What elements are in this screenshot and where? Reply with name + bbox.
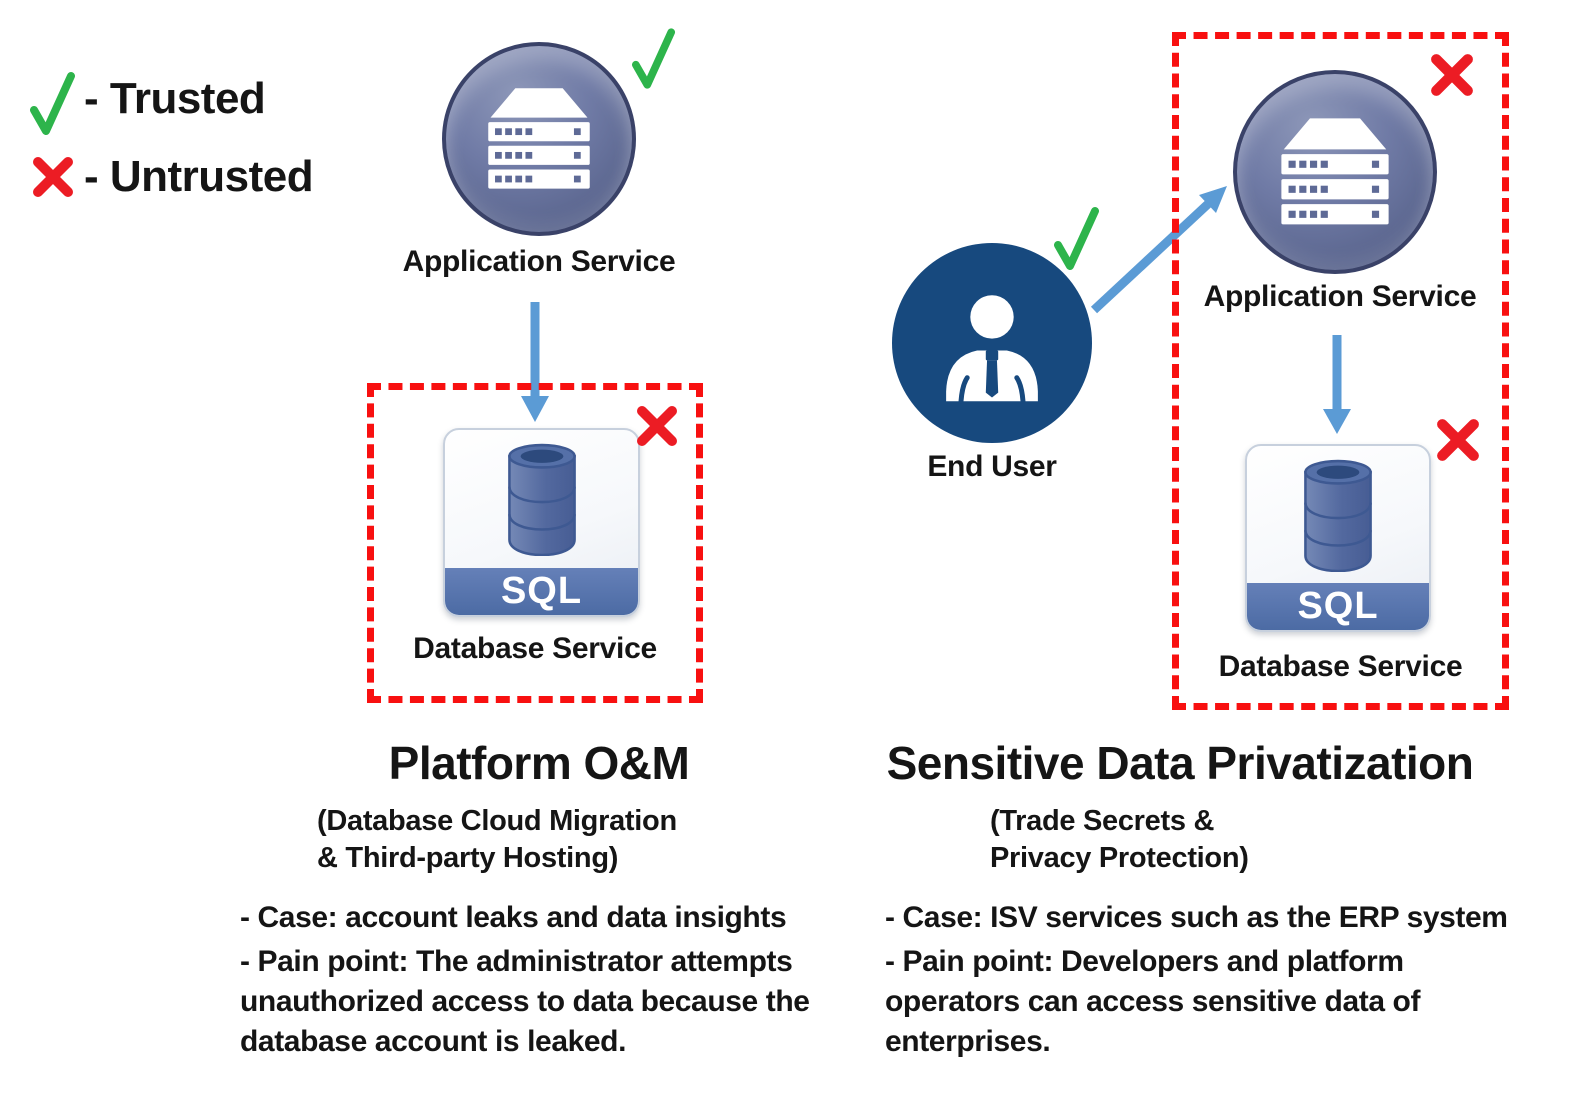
cross-icon (1431, 54, 1473, 96)
application-service-label: Application Service (1203, 280, 1477, 313)
case-text: - Case: ISV services such as the ERP sys… (885, 901, 1508, 934)
subtitle-line: Privacy Protection) (990, 842, 1249, 874)
arrow-down-icon (521, 302, 549, 422)
cross-icon (33, 157, 73, 197)
database-service-label: Database Service (413, 632, 657, 665)
scenario-subtitle: (Trade Secrets & Privacy Protection) (990, 803, 1249, 877)
scenario-title: Platform O&M (388, 737, 690, 789)
database-cylinder-icon (507, 443, 576, 556)
application-service-icon (1233, 70, 1437, 274)
database-cylinder-icon (1304, 459, 1372, 572)
database-service-label: Database Service (1218, 650, 1463, 683)
subtitle-line: (Database Cloud Migration (317, 805, 677, 837)
database-service-icon: SQL (1245, 444, 1431, 632)
legend-trusted-label: - Trusted (84, 74, 266, 123)
case-text: - Case: account leaks and data insights (240, 901, 787, 934)
scenario-title: Sensitive Data Privatization (886, 737, 1474, 789)
subtitle-line: & Third-party Hosting) (317, 842, 619, 874)
server-icon (1281, 118, 1389, 225)
server-icon (488, 88, 590, 189)
sql-label: SQL (445, 568, 638, 615)
legend-untrusted-label: - Untrusted (84, 152, 314, 201)
pain-point-text: - Pain point: Developers and platform op… (885, 945, 1421, 1058)
arrow-down-icon (1323, 335, 1351, 434)
scenario-subtitle: (Database Cloud Migration & Third-party … (317, 803, 677, 877)
cross-icon (637, 406, 677, 446)
person-icon (946, 295, 1038, 404)
untrusted-zone-box (367, 383, 703, 703)
application-service-icon (442, 42, 636, 236)
arrow-diagonal-icon (1090, 186, 1227, 314)
subtitle-line: (Trade Secrets & (990, 805, 1215, 837)
check-icon (632, 28, 676, 89)
check-icon (1054, 207, 1099, 270)
untrusted-zone-box (1172, 32, 1509, 710)
sql-label: SQL (1247, 583, 1429, 630)
database-service-icon: SQL (443, 428, 640, 617)
end-user-icon (892, 243, 1092, 443)
application-service-label: Application Service (402, 245, 676, 278)
end-user-label: End User (927, 450, 1057, 483)
pain-point-text: - Pain point: The administrator attempts… (240, 945, 810, 1058)
check-icon (30, 72, 75, 135)
cross-icon (1437, 419, 1479, 461)
